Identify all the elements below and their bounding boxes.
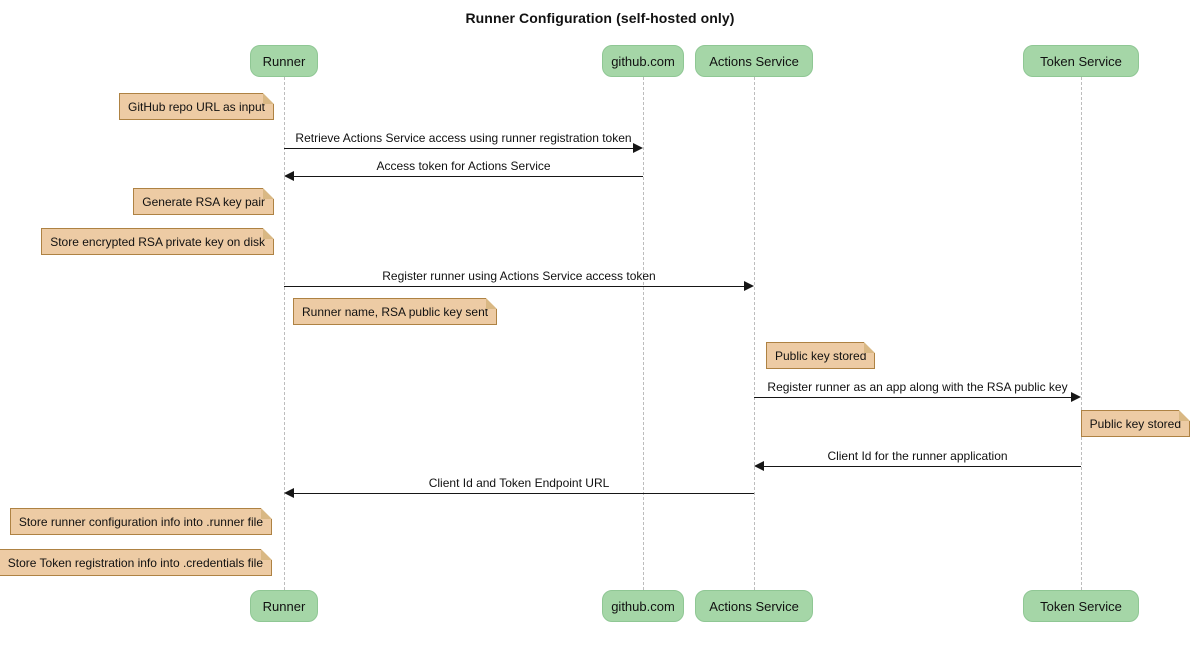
- message-label: Retrieve Actions Service access using ru…: [295, 131, 632, 145]
- message-line: [293, 176, 643, 177]
- lifeline-runner: [283, 77, 285, 590]
- arrowhead-left-icon: [284, 488, 294, 498]
- arrowhead-left-icon: [284, 171, 294, 181]
- participant-top-github: github.com: [602, 45, 684, 77]
- message-label: Access token for Actions Service: [376, 159, 551, 173]
- message-line: [293, 493, 754, 494]
- lifeline-actions-service: [753, 77, 755, 590]
- note-store-credentials-file: Store Token registration info into .cred…: [0, 549, 273, 576]
- participant-bottom-token-service: Token Service: [1023, 590, 1139, 622]
- arrowhead-left-icon: [754, 461, 764, 471]
- note-store-runner-file: Store runner configuration info into .ru…: [9, 508, 273, 535]
- diagram-title: Runner Configuration (self-hosted only): [465, 10, 735, 26]
- note-generate-rsa: Generate RSA key pair: [133, 188, 274, 215]
- note-public-key-stored-actions: Public key stored: [766, 342, 876, 369]
- message-line: [763, 466, 1081, 467]
- note-store-private-key: Store encrypted RSA private key on disk: [41, 228, 274, 255]
- message-line: [284, 286, 745, 287]
- participant-top-runner: Runner: [250, 45, 318, 77]
- arrowhead-right-icon: [1071, 392, 1081, 402]
- lifeline-token-service: [1080, 77, 1082, 590]
- participant-top-token-service: Token Service: [1023, 45, 1139, 77]
- participant-bottom-actions-service: Actions Service: [695, 590, 813, 622]
- arrowhead-right-icon: [744, 281, 754, 291]
- note-public-key-stored-token: Public key stored: [1080, 410, 1191, 437]
- note-github-repo-url: GitHub repo URL as input: [119, 93, 274, 120]
- message-label: Register runner as an app along with the…: [767, 380, 1068, 394]
- message-label: Client Id for the runner application: [827, 449, 1008, 463]
- arrowhead-right-icon: [633, 143, 643, 153]
- message-line: [754, 397, 1072, 398]
- participant-bottom-github: github.com: [602, 590, 684, 622]
- note-runner-name-sent: Runner name, RSA public key sent: [293, 298, 498, 325]
- participant-bottom-runner: Runner: [250, 590, 318, 622]
- message-line: [284, 148, 634, 149]
- message-label: Register runner using Actions Service ac…: [382, 269, 656, 283]
- message-label: Client Id and Token Endpoint URL: [428, 476, 610, 490]
- lifeline-github: [642, 77, 644, 590]
- participant-top-actions-service: Actions Service: [695, 45, 813, 77]
